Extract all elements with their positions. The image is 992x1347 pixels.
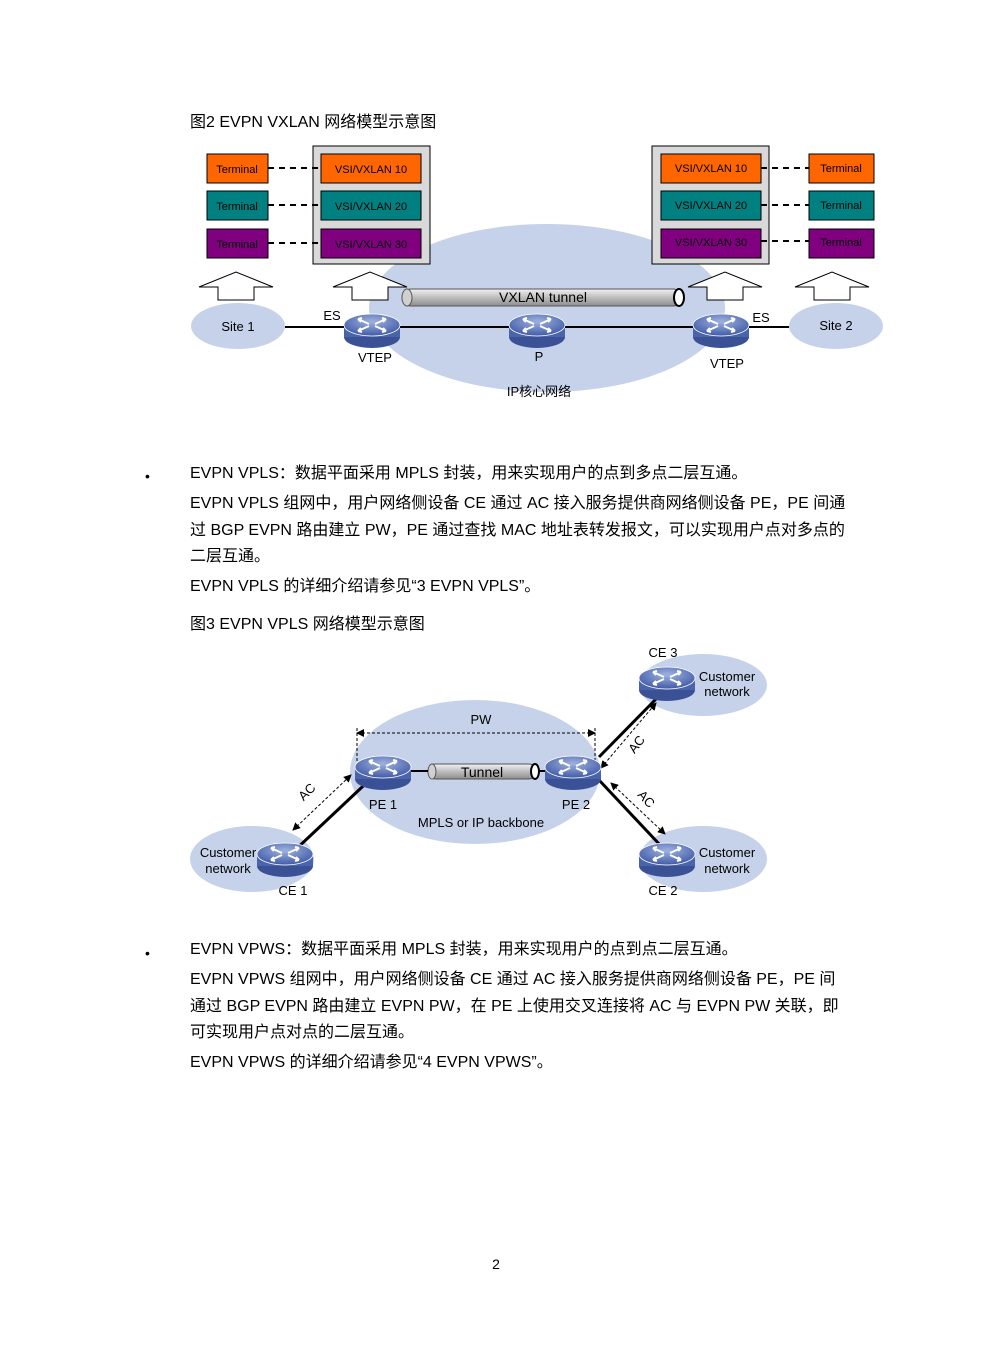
pe-1-label: PE 1	[369, 797, 397, 812]
terminal-right-2	[808, 190, 875, 221]
ip-core-cloud	[369, 224, 725, 392]
vpws-line-2: 通过 BGP EVPN 路由建立 EVPN PW，在 PE 上使用交叉连接将 A…	[190, 998, 839, 1015]
terminal-label: Terminal	[216, 164, 258, 176]
pe-2-label: PE 2	[562, 797, 590, 812]
page-number: 2	[492, 1256, 500, 1272]
vtep-label: VTEP	[710, 356, 744, 371]
router-icon	[692, 313, 750, 349]
vpws-bullet-heading: EVPN VPWS：数据平面采用 MPLS 封装，用来实现用户的点到点二层互通。	[190, 941, 738, 958]
router-icon	[508, 313, 566, 349]
site-1-label: Site 1	[221, 319, 254, 334]
customer-label: Customer	[699, 845, 756, 860]
terminal-label: Terminal	[820, 163, 862, 175]
bullet: •	[145, 468, 150, 484]
terminal-left-3	[206, 228, 269, 259]
vsi-label: VSI/VXLAN 10	[335, 164, 407, 176]
terminal-label: Terminal	[216, 201, 258, 213]
ac-label: AC	[295, 780, 318, 803]
vpws-line-3: 可实现用户点对点的二层互通。	[190, 1024, 415, 1041]
terminal-label: Terminal	[820, 237, 862, 249]
network-label: network	[704, 861, 750, 876]
vpls-bullet-heading: EVPN VPLS：数据平面采用 MPLS 封装，用来实现用户的点到多点二层互通…	[190, 465, 748, 482]
ac-label: AC	[635, 787, 658, 810]
vpls-reference: EVPN VPLS 的详细介绍请参见“3 EVPN VPLS”。	[190, 578, 541, 595]
vsi-right-3	[660, 228, 762, 259]
vsi-label: VSI/VXLAN 30	[335, 239, 407, 251]
ce-3-label: CE 3	[649, 645, 678, 660]
router-icon	[256, 842, 314, 878]
customer-label: Customer	[699, 669, 756, 684]
figure-3-diagram: Tunnel PW AC AC AC PE 1 PE 2 MPLS or IP …	[190, 645, 767, 898]
vsi-label: VSI/VXLAN 20	[335, 201, 407, 213]
router-icon	[638, 666, 696, 702]
terminal-right-1	[808, 153, 875, 184]
vtep-label: VTEP	[358, 350, 392, 365]
vsi-label: VSI/VXLAN 30	[675, 237, 747, 249]
terminal-label: Terminal	[216, 239, 258, 251]
vsi-label: VSI/VXLAN 20	[675, 200, 747, 212]
vpws-reference: EVPN VPWS 的详细介绍请参见“4 EVPN VPWS”。	[190, 1054, 553, 1071]
ac-arrow	[610, 782, 666, 835]
figure-2-diagram: Terminal Terminal Terminal VSI/VXLAN 10 …	[191, 145, 883, 399]
ip-core-label: IP核心网络	[507, 384, 571, 399]
terminal-label: Terminal	[820, 200, 862, 212]
pw-label: PW	[471, 712, 493, 727]
p-label: P	[535, 349, 544, 364]
customer-label: Customer	[200, 845, 257, 860]
vsi-right-1	[660, 153, 762, 184]
vsi-left-3	[320, 228, 422, 259]
vsi-left-1	[320, 153, 422, 184]
ac-arrow	[600, 702, 657, 769]
terminal-right-3	[808, 228, 875, 259]
up-arrow	[198, 271, 274, 301]
ce-2-label: CE 2	[649, 883, 678, 898]
network-label: network	[704, 684, 750, 699]
network-label: network	[205, 861, 251, 876]
vpws-line-1: EVPN VPWS 组网中，用户网络侧设备 CE 通过 AC 接入服务提供商网络…	[190, 971, 836, 988]
es-label: ES	[323, 308, 341, 323]
vsi-left-2	[320, 190, 422, 221]
ac-arrow	[292, 774, 352, 831]
site-2-cloud	[789, 303, 883, 349]
terminal-links	[268, 167, 809, 244]
figure-2-title: 图2 EVPN VXLAN 网络模型示意图	[190, 114, 437, 131]
router-icon	[638, 842, 696, 878]
up-arrow	[794, 271, 870, 301]
ce-1-label: CE 1	[279, 883, 308, 898]
site-2-label: Site 2	[819, 318, 852, 333]
vpls-line-1: EVPN VPLS 组网中，用户网络侧设备 CE 通过 AC 接入服务提供商网络…	[190, 495, 846, 512]
vpls-line-2: 过 BGP EVPN 路由建立 PW，PE 通过查找 MAC 地址表转发报文，可…	[190, 522, 845, 539]
tunnel-label: Tunnel	[461, 764, 503, 780]
vsi-label: VSI/VXLAN 10	[675, 163, 747, 175]
figure-3-title: 图3 EVPN VPLS 网络模型示意图	[190, 616, 425, 633]
backbone-label: MPLS or IP backbone	[418, 815, 544, 830]
vxlan-tunnel-label: VXLAN tunnel	[499, 289, 587, 305]
vpls-line-3: 二层互通。	[190, 548, 271, 565]
router-icon	[544, 755, 602, 791]
es-label: ES	[752, 310, 770, 325]
router-icon	[354, 755, 412, 791]
bullet: •	[145, 945, 150, 961]
router-icon	[343, 313, 401, 349]
vsi-right-2	[660, 190, 762, 221]
site-1-cloud	[191, 303, 285, 349]
